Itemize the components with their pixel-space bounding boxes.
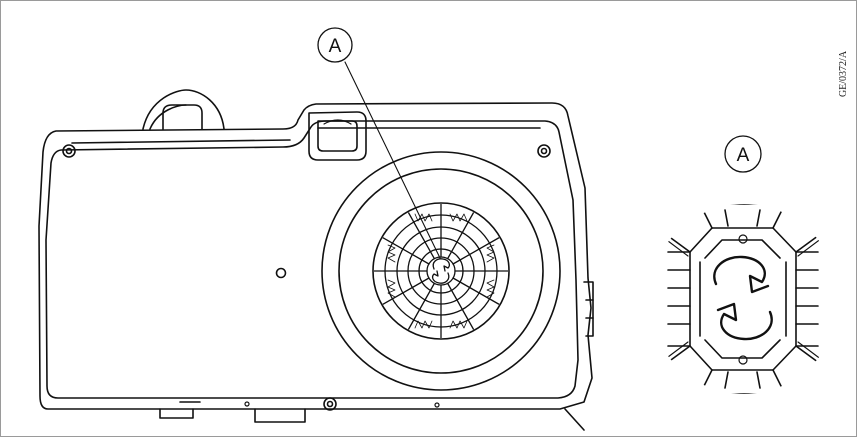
callout-circle-main bbox=[317, 27, 353, 63]
screw-top-right bbox=[537, 144, 551, 158]
panel-hole bbox=[275, 267, 287, 279]
top-knob bbox=[142, 89, 225, 130]
center-swirl-symbol bbox=[432, 258, 450, 284]
screw-bottom bbox=[323, 397, 337, 411]
callout-label-main: A bbox=[329, 36, 342, 57]
reference-code: GE/0372/A bbox=[838, 50, 849, 97]
callout-label-detail: A bbox=[737, 145, 750, 166]
detail-view bbox=[659, 204, 827, 394]
handle-recess bbox=[308, 111, 367, 161]
unit-body bbox=[38, 89, 594, 431]
fan-housing bbox=[321, 151, 561, 391]
detail-grille-segments bbox=[659, 204, 827, 394]
screw-top-left bbox=[62, 144, 76, 158]
fan-grille bbox=[374, 204, 508, 338]
callout-leader-line bbox=[344, 61, 441, 259]
front-panel-outline bbox=[45, 120, 579, 399]
detail-callout-circle bbox=[724, 135, 762, 173]
housing-outline bbox=[38, 102, 593, 410]
detail-swirl-symbol bbox=[713, 255, 773, 341]
